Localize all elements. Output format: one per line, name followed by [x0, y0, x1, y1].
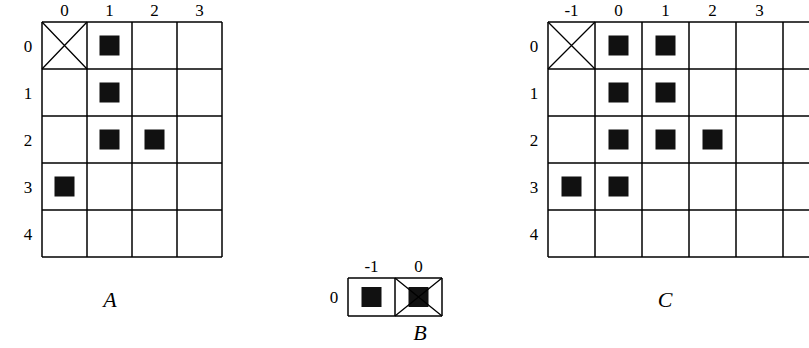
row-index: 1 [24, 84, 33, 101]
row-index: 2 [530, 131, 539, 148]
filled-square [609, 83, 629, 103]
grid-label: A [103, 289, 116, 311]
grid-line [221, 22, 223, 257]
grid-line [547, 22, 549, 257]
grid-line [548, 115, 809, 117]
column-index: 0 [414, 258, 423, 275]
filled-square [656, 36, 676, 56]
grid-line [548, 256, 809, 258]
grid [548, 22, 809, 257]
row-index: 2 [24, 131, 33, 148]
column-index: 1 [661, 2, 670, 19]
grid-line [548, 21, 809, 23]
grid-line [735, 22, 737, 257]
column-index: 3 [195, 2, 204, 19]
grid-line [782, 22, 784, 257]
row-index: 0 [330, 289, 339, 306]
column-index: 0 [60, 2, 69, 19]
grid-line [41, 22, 43, 257]
column-index: -1 [564, 2, 578, 19]
grid-line [548, 209, 809, 211]
filled-square [609, 177, 629, 197]
filled-square [656, 130, 676, 150]
row-index: 4 [24, 225, 33, 242]
column-index: -1 [364, 258, 378, 275]
grid-line [176, 22, 178, 257]
filled-square [609, 36, 629, 56]
grid-line [641, 22, 643, 257]
grid-line [548, 68, 809, 70]
grid-line [548, 162, 809, 164]
filled-square [609, 130, 629, 150]
cross-mark [395, 278, 442, 316]
grid-line [394, 278, 396, 316]
row-index: 0 [24, 37, 33, 54]
row-index: 4 [530, 225, 539, 242]
column-index: 2 [708, 2, 717, 19]
cross-mark [42, 22, 87, 69]
cross-mark [548, 22, 595, 69]
column-index: 3 [755, 2, 764, 19]
grid-line [594, 22, 596, 257]
row-index: 3 [530, 178, 539, 195]
column-index: 0 [614, 2, 623, 19]
filled-square [145, 130, 165, 150]
filled-square [100, 83, 120, 103]
filled-square [100, 130, 120, 150]
filled-square [703, 130, 723, 150]
grid [348, 278, 442, 316]
grid-line [441, 278, 443, 316]
grid [42, 22, 222, 257]
grid-label: B [413, 322, 426, 344]
filled-square [55, 177, 75, 197]
row-index: 0 [530, 37, 539, 54]
column-index: 2 [150, 2, 159, 19]
column-index: 1 [105, 2, 114, 19]
filled-square [562, 177, 582, 197]
filled-square [362, 287, 382, 307]
filled-square [100, 36, 120, 56]
filled-square [656, 83, 676, 103]
row-index: 1 [530, 84, 539, 101]
grid-label: C [658, 289, 673, 311]
grid-line [86, 22, 88, 257]
grid-line [131, 22, 133, 257]
grid-line [347, 278, 349, 316]
grid-line [688, 22, 690, 257]
row-index: 3 [24, 178, 33, 195]
